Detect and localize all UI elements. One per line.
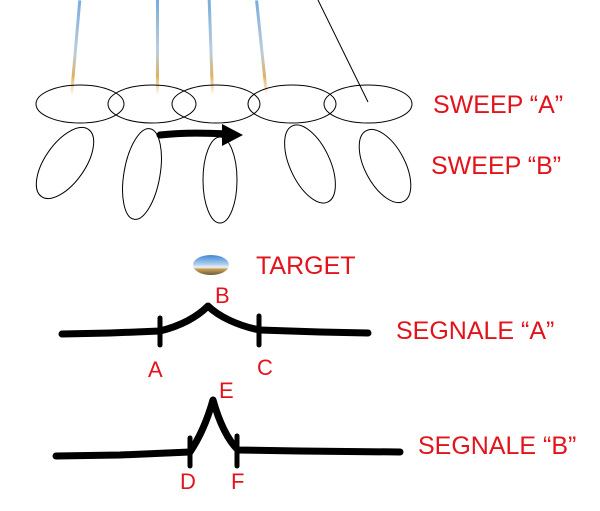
sweep-a-footprints bbox=[35, 84, 413, 124]
sweep-b-ellipse-5 bbox=[358, 128, 412, 204]
sweep-b-ellipse-1 bbox=[35, 127, 95, 199]
sweep-b-ellipse-3 bbox=[202, 136, 238, 224]
beam-2 bbox=[156, 0, 159, 95]
target-icon bbox=[193, 255, 229, 275]
beam-1 bbox=[70, 0, 82, 96]
sweep-b-ellipse-4 bbox=[284, 124, 336, 204]
signal-a-trace bbox=[58, 302, 372, 348]
point-a-label: A bbox=[148, 357, 163, 382]
point-d-label: D bbox=[180, 469, 196, 494]
point-f-label: F bbox=[231, 469, 244, 494]
signal-a-label: SEGNALE “A” bbox=[396, 317, 554, 345]
point-e-label: E bbox=[219, 378, 234, 403]
beam-3 bbox=[207, 0, 214, 96]
sweep-a-ellipse-4 bbox=[247, 84, 337, 124]
sweep-a-label: SWEEP “A” bbox=[433, 91, 563, 119]
sweep-a-ellipse-5 bbox=[323, 84, 413, 124]
sweep-a-ellipse-2 bbox=[107, 84, 197, 124]
signal-b-trace bbox=[52, 396, 404, 469]
point-b-label: B bbox=[215, 283, 230, 308]
sweep-b-ellipse-2 bbox=[122, 128, 162, 220]
sonar-beams bbox=[70, 0, 369, 103]
sweep-a-ellipse-3 bbox=[171, 84, 261, 124]
beam-5 bbox=[317, 0, 369, 103]
signal-b-label: SEGNALE “B” bbox=[418, 432, 576, 460]
movement-arrow bbox=[156, 124, 243, 146]
sweep-b-label: SWEEP “B” bbox=[431, 152, 561, 180]
sweep-a-ellipse-1 bbox=[35, 84, 125, 124]
sweep-b-footprints bbox=[35, 124, 412, 224]
target-label: TARGET bbox=[256, 252, 356, 280]
beam-4 bbox=[255, 0, 268, 96]
point-c-label: C bbox=[257, 355, 273, 380]
